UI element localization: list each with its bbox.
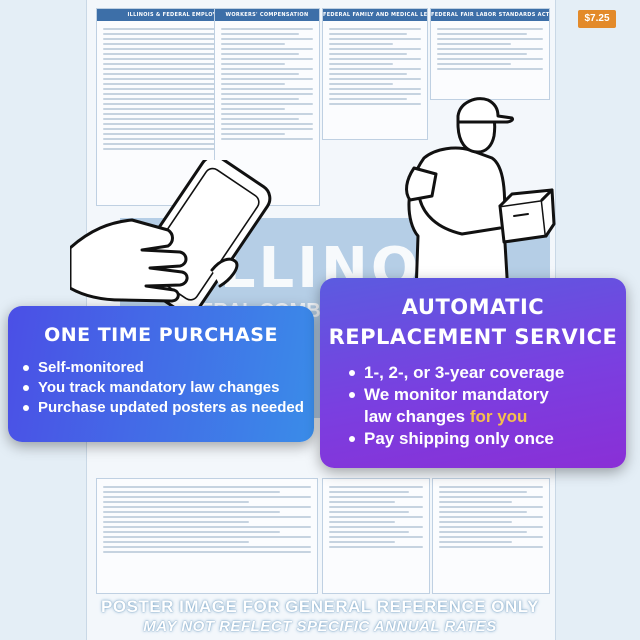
list-item: You track mandatory law changes	[23, 378, 314, 398]
disclaimer-line-1: POSTER IMAGE FOR GENERAL REFERENCE ONLY	[101, 597, 539, 616]
list-item-continuation: law changes for you	[364, 406, 626, 428]
poster-section-comp: WORKERS' COMPENSATION	[214, 8, 320, 206]
delivery-person-icon	[405, 97, 556, 296]
title-line-2: REPLACEMENT SERVICE	[328, 325, 618, 349]
one-time-purchase-title: ONE TIME PURCHASE	[44, 324, 278, 346]
poster-section-lower-right	[432, 478, 550, 594]
minimum-wage-badge: $7.25	[578, 10, 616, 28]
hand-phone-icon	[70, 160, 272, 316]
disclaimer-line-2: MAY NOT REFLECT SPECIFIC ANNUAL RATES	[143, 618, 497, 635]
poster-section-fmla: FEDERAL FAMILY AND MEDICAL LEAVE ACT (FM…	[322, 8, 428, 140]
highlight-text: for you	[469, 407, 528, 426]
one-time-purchase-list: Self-monitored You track mandatory law c…	[8, 346, 314, 418]
poster-section-lower-left	[96, 478, 318, 594]
automatic-replacement-list: 1-, 2-, or 3-year coverage We monitor ma…	[320, 352, 626, 450]
list-item: Purchase updated posters as needed	[23, 398, 314, 418]
poster-section-header: FEDERAL FAIR LABOR STANDARDS ACT (FLSA)	[431, 9, 549, 21]
list-item: 1-, 2-, or 3-year coverage	[349, 362, 626, 384]
list-item: We monitor mandatory	[349, 384, 626, 406]
list-item: Pay shipping only once	[349, 428, 626, 450]
poster-section-flsa: FEDERAL FAIR LABOR STANDARDS ACT (FLSA)	[430, 8, 550, 100]
poster-section-header: WORKERS' COMPENSATION	[215, 9, 319, 21]
title-line-1: AUTOMATIC	[401, 295, 545, 319]
automatic-replacement-card[interactable]: AUTOMATIC REPLACEMENT SERVICE 1-, 2-, or…	[320, 278, 626, 468]
one-time-purchase-card[interactable]: ONE TIME PURCHASE Self-monitored You tra…	[8, 306, 314, 442]
poster-section-lower-mid	[322, 478, 430, 594]
automatic-replacement-title: AUTOMATIC REPLACEMENT SERVICE	[320, 278, 626, 352]
list-item: Self-monitored	[23, 358, 314, 378]
list-item-text: law changes	[364, 407, 470, 426]
poster-section-header: FEDERAL FAMILY AND MEDICAL LEAVE ACT (FM…	[323, 9, 427, 21]
